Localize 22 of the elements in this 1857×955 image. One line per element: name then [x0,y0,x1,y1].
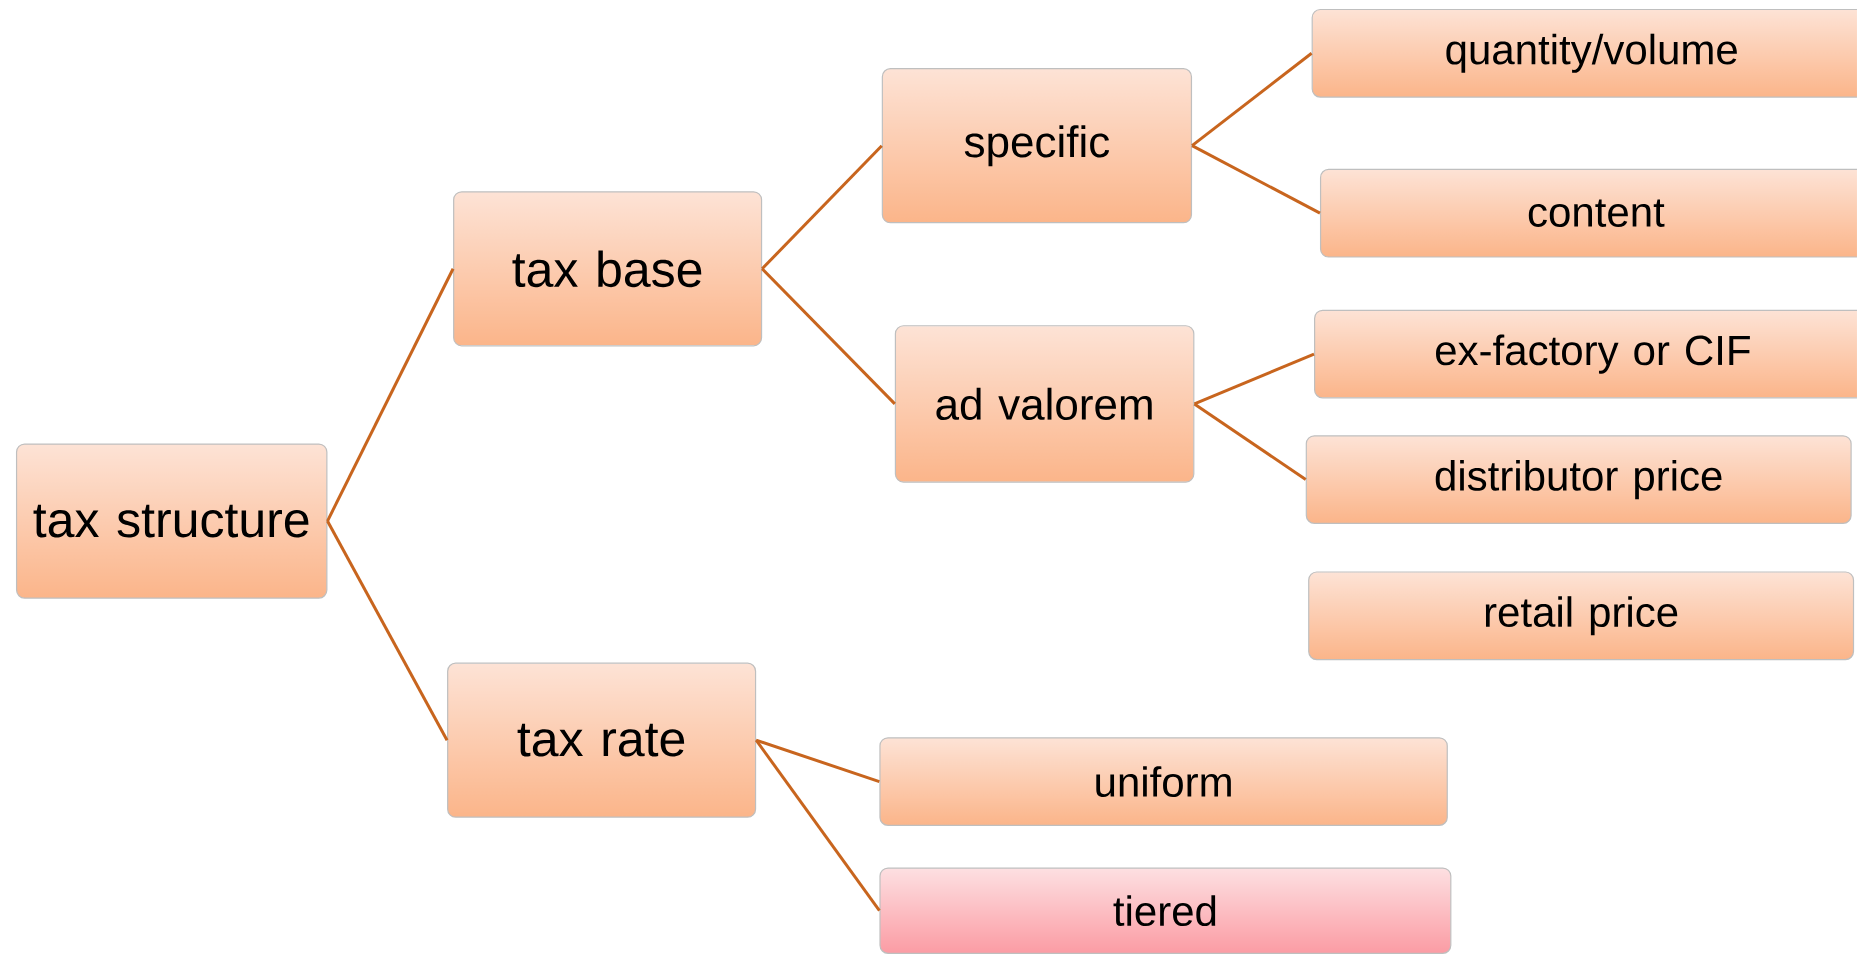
process-box: quantity/volume [1311,8,1857,98]
process-box: retail price [1308,571,1855,661]
process-box: tax structure [15,443,328,599]
connector-line [326,268,455,522]
process-box: uniform [879,737,1448,826]
process-box: content [1319,168,1857,258]
process-box: tax base [453,191,763,347]
connector-line [1191,52,1313,147]
process-box: tiered [879,867,1452,954]
connector-line [1191,144,1321,215]
process-box: tax rate [447,662,757,818]
process-box: ad valorem [894,325,1195,483]
connector-line [1193,402,1307,481]
connector-line [754,739,881,912]
connector-line [326,520,449,741]
connector-line [755,738,880,783]
connector-line [1193,352,1315,406]
process-box: distributor price [1305,435,1852,524]
connector-line [761,144,883,270]
process-box: specific [881,68,1193,224]
connector-line [761,267,896,405]
process-box: ex-factory or CIF [1314,309,1857,399]
